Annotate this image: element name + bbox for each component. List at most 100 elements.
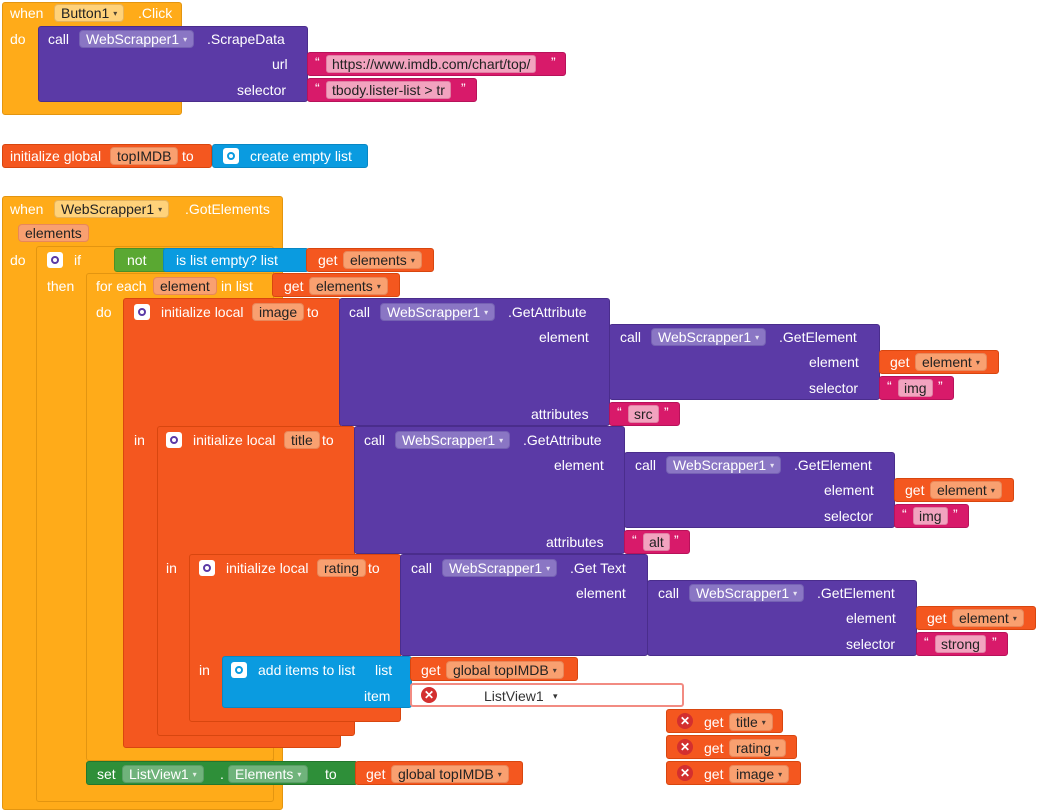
error-icon-rating[interactable]: ✕ bbox=[677, 739, 693, 755]
item-label: item bbox=[364, 688, 391, 704]
for-each-do-label: do bbox=[96, 304, 112, 320]
call-label: call bbox=[48, 31, 70, 47]
webscrapper1-dropdown-7[interactable]: WebScrapper1▾ bbox=[689, 584, 805, 602]
add-items-label: add items to list bbox=[258, 662, 356, 678]
strong-open-quote: “ bbox=[924, 634, 929, 650]
webscrapper1-dropdown-4[interactable]: WebScrapper1▾ bbox=[395, 431, 511, 449]
then-label: then bbox=[47, 278, 75, 294]
local-title-name[interactable]: title bbox=[284, 431, 320, 449]
get-label-9: get bbox=[704, 766, 724, 782]
initialize-global-label: initialize global bbox=[10, 148, 102, 164]
webscrapper1-dropdown-2[interactable]: WebScrapper1▾ bbox=[380, 303, 496, 321]
is-list-empty-label: is list empty? list bbox=[176, 252, 278, 268]
img-open-quote-1: “ bbox=[887, 378, 892, 394]
img-text-field-2[interactable]: img bbox=[913, 507, 948, 525]
image-dropdown[interactable]: image▾ bbox=[729, 765, 790, 783]
in-list-label: in list bbox=[221, 278, 253, 294]
elements-param[interactable]: elements bbox=[18, 224, 89, 242]
gear-icon[interactable] bbox=[223, 148, 239, 164]
button1-dropdown[interactable]: Button1▾ bbox=[54, 4, 125, 22]
if-label: if bbox=[74, 252, 81, 268]
image-to-label: to bbox=[307, 304, 319, 320]
error-icon-title[interactable]: ✕ bbox=[677, 713, 693, 729]
local-title-gear-icon[interactable] bbox=[166, 432, 182, 448]
listview1-arrow: ▾ bbox=[553, 691, 558, 701]
img-text-field-1[interactable]: img bbox=[898, 379, 933, 397]
for-each-label: for each bbox=[96, 278, 147, 294]
elements-dropdown-1[interactable]: elements▾ bbox=[343, 251, 422, 269]
selector-label-2: selector bbox=[809, 380, 859, 396]
call-label-7: call bbox=[658, 585, 680, 601]
attributes-label-2: attributes bbox=[546, 534, 604, 550]
initialize-local-label-3: initialize local bbox=[226, 560, 309, 576]
local-image-name[interactable]: image bbox=[252, 303, 305, 321]
webscrapper1-dropdown[interactable]: WebScrapper1▾ bbox=[79, 30, 195, 48]
getelement-method-3: .GetElement bbox=[817, 585, 895, 601]
getelement-method-1: .GetElement bbox=[779, 329, 857, 345]
url-label: url bbox=[272, 56, 288, 72]
element-dropdown-2[interactable]: element▾ bbox=[930, 481, 1002, 499]
global-topimdb-dropdown-2[interactable]: global topIMDB▾ bbox=[391, 765, 509, 783]
global-name-field[interactable]: topIMDB bbox=[110, 147, 179, 165]
webscrapper1-dropdown-6[interactable]: WebScrapper1▾ bbox=[442, 559, 558, 577]
elements-dropdown-2[interactable]: elements▾ bbox=[309, 277, 388, 295]
listview1-set-dropdown[interactable]: ListView1▾ bbox=[122, 765, 204, 783]
get-label-10: get bbox=[366, 766, 386, 782]
elements-property-dropdown[interactable]: Elements▾ bbox=[228, 765, 309, 783]
scrapedata-method: .ScrapeData bbox=[207, 31, 285, 47]
initialize-local-label-2: initialize local bbox=[193, 432, 276, 448]
src-open-quote: “ bbox=[617, 404, 622, 420]
img-close-quote-2: ” bbox=[953, 506, 958, 522]
src-text-field[interactable]: src bbox=[628, 405, 659, 423]
webscrapper1-event-dropdown[interactable]: WebScrapper1▾ bbox=[54, 200, 170, 218]
in-label-3: in bbox=[199, 662, 210, 678]
element-dropdown-3[interactable]: element▾ bbox=[952, 609, 1024, 627]
call-label-4: call bbox=[364, 432, 386, 448]
get-label-4: get bbox=[905, 482, 925, 498]
local-rating-name[interactable]: rating bbox=[317, 559, 367, 577]
in-label-2: in bbox=[166, 560, 177, 576]
global-topimdb-dropdown-1[interactable]: global topIMDB▾ bbox=[446, 661, 564, 679]
is-list-empty-block[interactable] bbox=[163, 248, 309, 272]
error-icon-listview[interactable]: ✕ bbox=[421, 687, 437, 703]
do-label-2: do bbox=[10, 252, 26, 268]
get-label-6: get bbox=[421, 662, 441, 678]
error-icon-image[interactable]: ✕ bbox=[677, 765, 693, 781]
rating-dropdown[interactable]: rating▾ bbox=[729, 739, 787, 757]
call-label-6: call bbox=[411, 560, 433, 576]
add-items-gear-icon[interactable] bbox=[231, 662, 247, 678]
webscrapper1-dropdown-3[interactable]: WebScrapper1▾ bbox=[651, 328, 767, 346]
add-items-to-list-block[interactable] bbox=[222, 656, 412, 708]
url-close-quote: ” bbox=[551, 54, 556, 70]
element-dropdown-1[interactable]: element▾ bbox=[915, 353, 987, 371]
src-close-quote: ” bbox=[664, 404, 669, 420]
click-event-label: .Click bbox=[138, 5, 173, 21]
local-rating-gear-icon[interactable] bbox=[199, 560, 215, 576]
title-dropdown[interactable]: title▾ bbox=[729, 713, 773, 731]
get-label-5: get bbox=[927, 610, 947, 626]
url-open-quote: “ bbox=[315, 54, 320, 70]
element-loop-variable[interactable]: element bbox=[153, 277, 217, 295]
set-to-label: to bbox=[325, 766, 337, 782]
getelement-method-2: .GetElement bbox=[794, 457, 872, 473]
local-image-gear-icon[interactable] bbox=[134, 304, 150, 320]
webscrapper1-dropdown-5[interactable]: WebScrapper1▾ bbox=[666, 456, 782, 474]
getattribute-method-1: .GetAttribute bbox=[508, 304, 587, 320]
if-gear-icon[interactable] bbox=[47, 252, 63, 268]
global-to-label: to bbox=[182, 148, 194, 164]
strong-text-field[interactable]: strong bbox=[935, 635, 986, 653]
alt-close-quote: ” bbox=[674, 532, 679, 548]
get-label-2: get bbox=[284, 278, 304, 294]
not-block[interactable] bbox=[114, 248, 168, 272]
get-label-8: get bbox=[704, 740, 724, 756]
set-label: set bbox=[97, 766, 116, 782]
title-to-label: to bbox=[322, 432, 334, 448]
get-label-3: get bbox=[890, 354, 910, 370]
selector-text-field[interactable]: tbody.lister-list > tr bbox=[326, 81, 451, 99]
url-text-field[interactable]: https://www.imdb.com/chart/top/ bbox=[326, 55, 537, 73]
listview1-error-block[interactable] bbox=[410, 683, 684, 707]
alt-text-field[interactable]: alt bbox=[643, 533, 670, 551]
initialize-local-label-1: initialize local bbox=[161, 304, 244, 320]
getattribute-method-2: .GetAttribute bbox=[523, 432, 602, 448]
element-label-2: element bbox=[809, 354, 859, 370]
